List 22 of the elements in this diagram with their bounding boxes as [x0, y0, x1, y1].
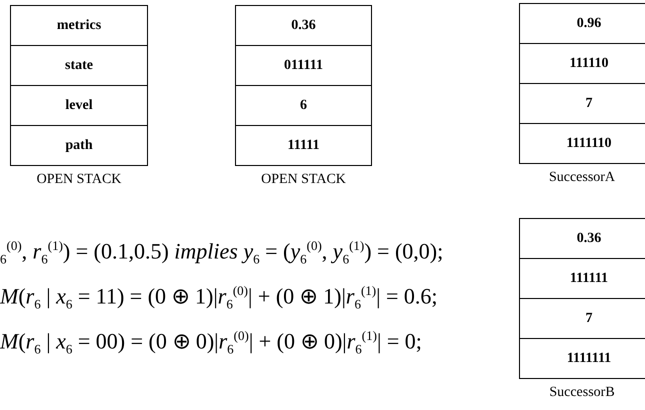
formula: M(r$_{6}$ | x$_{6}$ = 00) = (0 ⊕ 0)|r$_{6}$$^{(0)}$| + (0 ⊕ 0)|r$_{6}$$^{(1)}$| = 0; — [0, 328, 422, 358]
table-caption: SuccessorA — [548, 170, 616, 186]
table-cell: path — [11, 125, 147, 165]
table-cell: 6 — [236, 85, 371, 125]
table-cell: 7 — [520, 298, 645, 338]
table-cell-text: 0.36 — [576, 230, 602, 248]
table-cell-text: 0.36 — [290, 17, 317, 35]
table-cell-text: metrics — [56, 17, 102, 35]
table-caption: OPEN STACK — [260, 172, 347, 188]
table-caption: SuccessorB — [548, 385, 616, 401]
table-cell: 11111 — [236, 125, 371, 165]
table-cell-text: 0.96 — [576, 15, 602, 33]
table-caption: OPEN STACK — [36, 172, 122, 188]
table-cell: 1111110 — [520, 123, 645, 163]
table-cell: 7 — [520, 83, 645, 123]
table-cell: 111110 — [520, 43, 645, 83]
table-cell: 1111111 — [520, 338, 645, 378]
table-cell: 011111 — [236, 45, 371, 85]
formula: M(r$_{6}$ | x$_{6}$ = 11) = (0 ⊕ 1)|r$_{6}$$^{(0)}$| + (0 ⊕ 1)|r$_{6}$$^{(1)}$| = 0.6; — [0, 283, 438, 313]
table-cell: 111111 — [520, 258, 645, 298]
table-cell: state — [11, 45, 147, 85]
table-cell: level — [11, 85, 147, 125]
